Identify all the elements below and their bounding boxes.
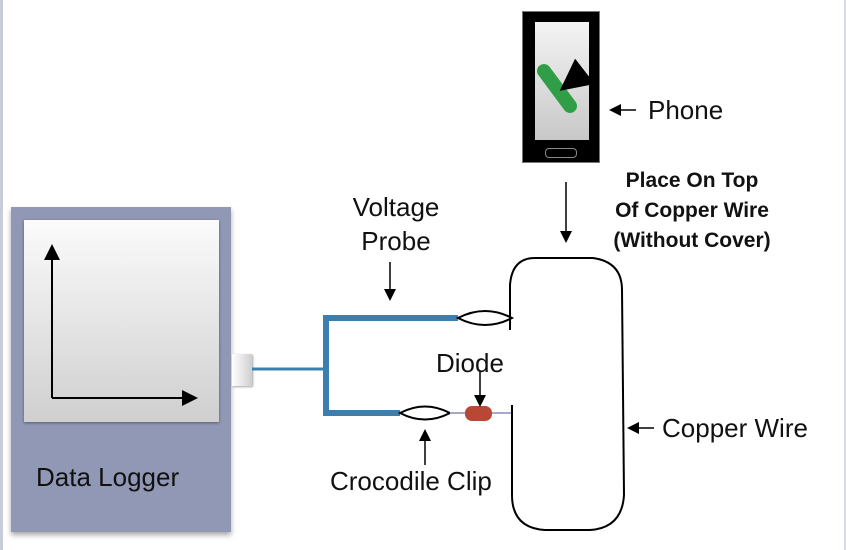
copper-wire-label: Copper Wire [662,413,808,443]
left-border [0,0,3,550]
voltage-probe-line-2: Probe [361,226,431,256]
voltage-probe-line-1: Voltage [352,192,440,222]
diode [465,406,492,421]
data-logger-port [232,354,252,386]
phone-label: Phone [648,95,724,125]
diode-label: Diode [436,348,504,378]
copper-wire [509,257,626,531]
right-border [844,0,846,550]
instruction-line-3: (Without Cover) [613,229,771,252]
instruction-text: Place On Top Of Copper Wire (Without Cov… [594,166,790,256]
data-logger-label: Data Logger [36,462,180,492]
phone-home-button [545,148,577,158]
voltage-probe-label: Voltage Probe [346,190,446,258]
crocodile-clip-bottom [397,405,453,421]
phone-call-icon [537,58,595,113]
graph-axes-icon [44,244,198,406]
instruction-line-2: Of Copper Wire [615,199,769,222]
crocodile-clip-label: Crocodile Clip [330,466,492,496]
crocodile-clip-top [455,310,515,326]
instruction-line-1: Place On Top [625,169,759,192]
probe-wire [252,315,458,416]
